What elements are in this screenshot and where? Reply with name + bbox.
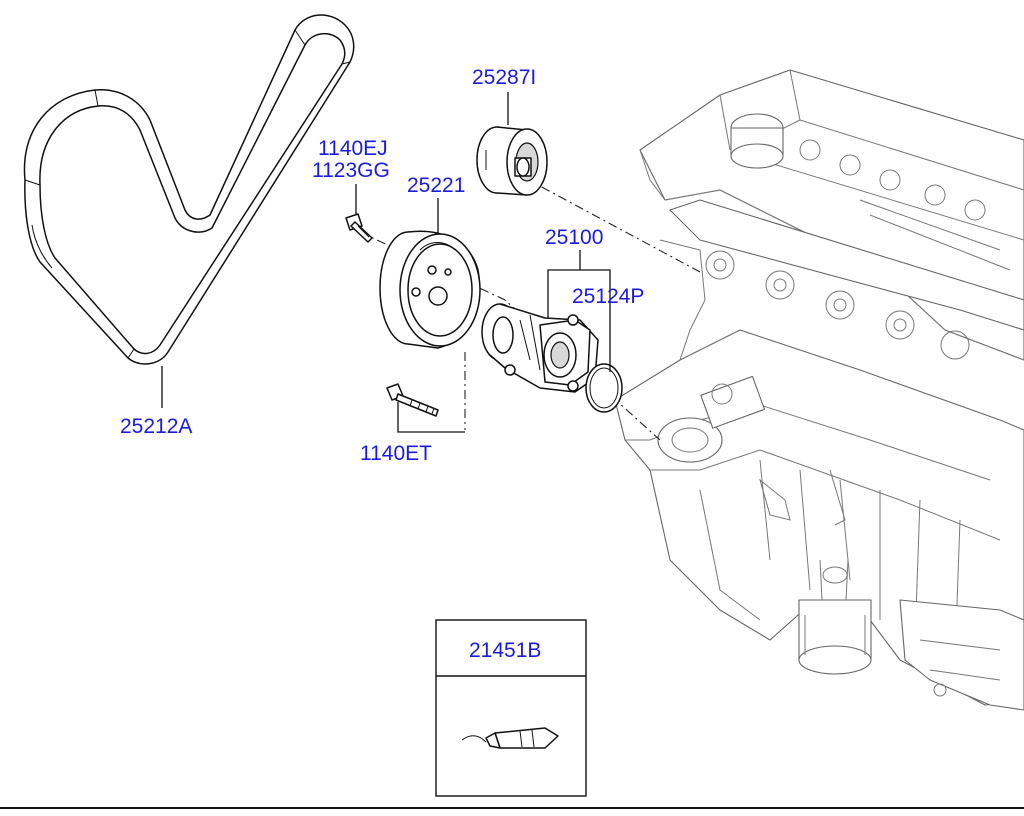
callout-1123GG[interactable]: 1123GG bbox=[312, 159, 390, 182]
idler-pulley bbox=[476, 126, 548, 196]
leader-lines bbox=[161, 92, 611, 433]
callout-labels: 25212A 25287I 1140EJ 1123GG 25221 25100 … bbox=[120, 66, 644, 465]
callout-25221[interactable]: 25221 bbox=[407, 174, 465, 197]
lower-bolt bbox=[386, 383, 439, 417]
drive-belt bbox=[23, 14, 355, 365]
engine-block bbox=[614, 69, 1024, 711]
callout-1140EJ[interactable]: 1140EJ bbox=[318, 137, 388, 160]
gasket bbox=[585, 363, 623, 413]
callout-25287I[interactable]: 25287I bbox=[472, 66, 536, 89]
upper-bolt bbox=[345, 213, 373, 243]
callout-1140ET[interactable]: 1140ET bbox=[360, 442, 432, 465]
callout-25124P[interactable]: 25124P bbox=[572, 285, 644, 308]
water-pump bbox=[481, 303, 599, 393]
pump-pulley bbox=[379, 230, 481, 349]
callout-21451B[interactable]: 21451B bbox=[469, 639, 541, 662]
sealant-tube-icon bbox=[461, 727, 559, 749]
callout-25212A[interactable]: 25212A bbox=[120, 415, 192, 438]
callout-25100[interactable]: 25100 bbox=[545, 226, 603, 249]
sealant-box: 21451B bbox=[435, 619, 587, 797]
